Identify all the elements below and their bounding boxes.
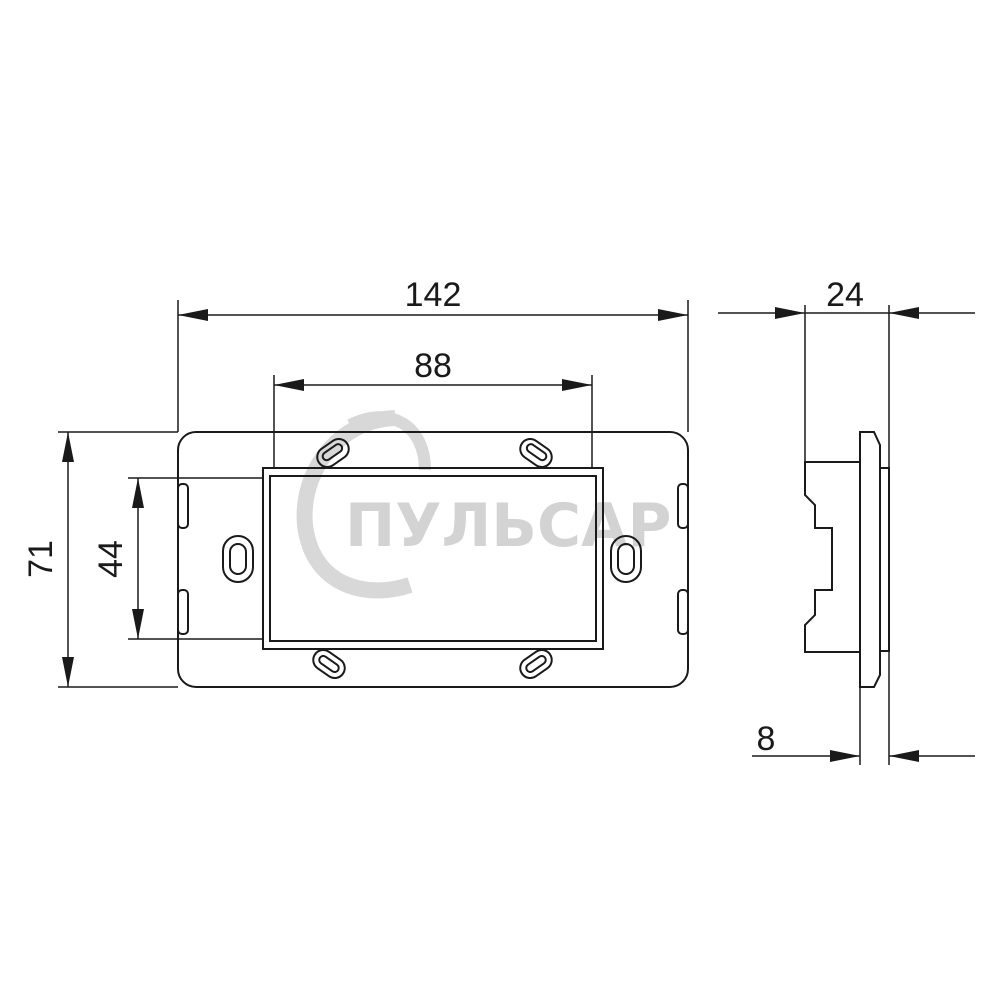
screw-slot-left-inner bbox=[229, 543, 247, 575]
dimension-label-depth: 24 bbox=[826, 276, 864, 314]
opening-frame-outer bbox=[262, 467, 604, 650]
dimension-label-plate-thickness: 8 bbox=[757, 720, 776, 758]
dimension-label-opening-height: 44 bbox=[92, 540, 130, 578]
screw-slot-right-inner bbox=[617, 543, 635, 575]
edge-tabs bbox=[177, 483, 689, 635]
edge-tab bbox=[177, 589, 189, 635]
watermark: ПУЛЬСАР bbox=[296, 410, 671, 599]
screw-slot-right bbox=[610, 535, 642, 583]
dimension-label-overall-width: 142 bbox=[405, 276, 462, 314]
screw-slot-left bbox=[222, 535, 254, 583]
clip bbox=[312, 648, 346, 680]
front-view bbox=[177, 431, 689, 688]
opening-frame-inner bbox=[269, 475, 597, 642]
clip bbox=[321, 443, 344, 462]
clip bbox=[519, 437, 553, 469]
dimension-label-opening-width: 88 bbox=[414, 347, 452, 385]
clip bbox=[525, 654, 547, 674]
side-body-profile bbox=[804, 461, 861, 653]
clip bbox=[525, 443, 548, 462]
screw-slots bbox=[222, 535, 642, 583]
side-dimensions bbox=[718, 305, 975, 765]
clip bbox=[316, 437, 350, 469]
watermark-text: ПУЛЬСАР bbox=[345, 491, 671, 561]
mounting-clips bbox=[312, 437, 553, 680]
edge-tab bbox=[677, 483, 689, 529]
edge-tab bbox=[177, 483, 189, 529]
dimension-label-overall-height: 71 bbox=[22, 540, 60, 578]
side-cover-profile bbox=[879, 467, 890, 652]
clip bbox=[318, 654, 340, 674]
outer-plate-outline bbox=[177, 431, 689, 688]
side-view bbox=[804, 431, 890, 688]
edge-tab bbox=[677, 589, 689, 635]
clip bbox=[519, 648, 553, 680]
side-plate-profile bbox=[859, 431, 881, 688]
front-dimensions bbox=[58, 300, 689, 688]
